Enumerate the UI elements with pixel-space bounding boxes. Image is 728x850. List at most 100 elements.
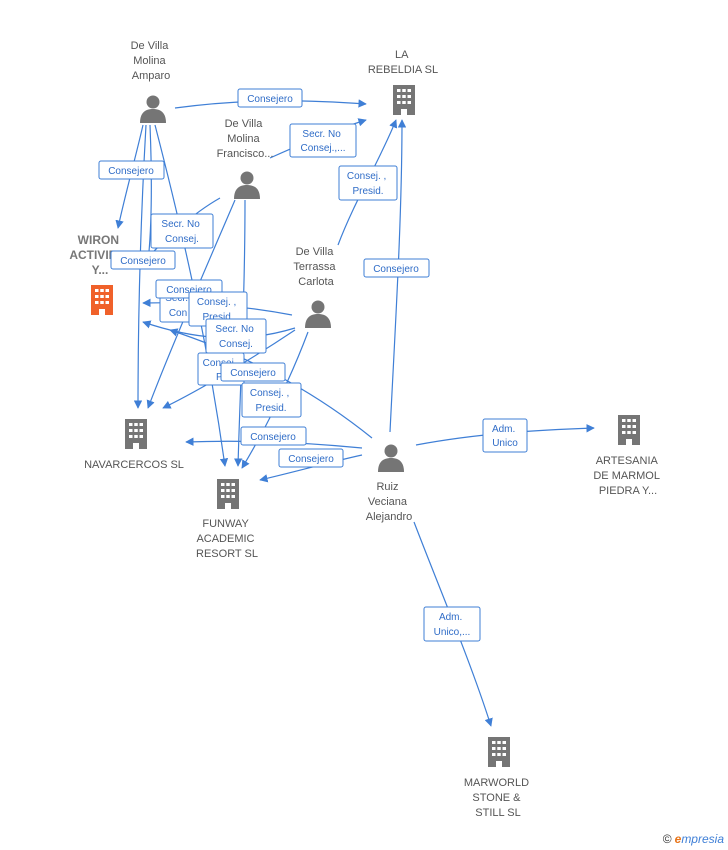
building-icon xyxy=(125,419,147,449)
building-icon xyxy=(217,479,239,509)
edge-label-text: Consej. , xyxy=(250,388,289,399)
edge-label-francisco-funway[interactable]: Consejero xyxy=(220,362,286,382)
edge-label-text: Consejero xyxy=(373,264,419,275)
person-icon xyxy=(140,95,166,123)
svg-text:Secr. No Consej.,...: Secr. No Consej.,... xyxy=(300,129,345,154)
svg-text:LA REBELDIA SL: LA REBELDIA SL xyxy=(368,49,438,76)
node-label-line: Veciana xyxy=(368,496,408,508)
node-label-line: LA xyxy=(395,49,409,61)
svg-text:MARWORLD STONE &: MARWORLD STONE & STILL SL xyxy=(464,777,532,819)
node-label-line: De Villa xyxy=(296,246,335,258)
node-label-line: STILL SL xyxy=(475,807,520,819)
edge-label-text: Unico,... xyxy=(434,627,471,638)
edge-label-carlota-wiron[interactable]: Consej. , Presid. xyxy=(188,291,248,327)
edge-label-text: Consej.,... xyxy=(300,143,345,154)
edge-label-text: Consejero xyxy=(288,454,334,465)
edge-label-carlota-rebeldia[interactable]: Consej. , Presid. xyxy=(338,165,398,201)
node-label-line: RESORT SL xyxy=(196,548,258,560)
edge-label-text: Presid. xyxy=(352,186,383,197)
edge-label-text: Consejero xyxy=(108,166,154,177)
svg-text:Adm. Unico,...: Adm. Unico,... xyxy=(434,612,471,638)
node-label-line: Y... xyxy=(92,263,109,277)
edge-label-text: Presid. xyxy=(202,312,233,323)
edge-label-text: Secr. No xyxy=(215,324,254,335)
edge-label-text: Consej. xyxy=(219,339,253,350)
brand-logo-initial: e xyxy=(674,832,682,846)
node-label-line: MARWORLD xyxy=(464,777,529,789)
edge-label-wiron-consejero-2[interactable]: Consejero xyxy=(110,250,176,270)
svg-text:Secr. No Consej.: Secr. No Consej. xyxy=(215,324,256,350)
edge-label-text: Consejero xyxy=(250,432,296,443)
node-label-line: Alejandro xyxy=(366,511,412,523)
node-label-line: ARTESANIA xyxy=(596,455,659,467)
edge-label-text: Unico xyxy=(492,438,518,449)
node-label-line: DE MARMOL xyxy=(593,470,660,482)
edge-label-francisco-rebeldia[interactable]: Secr. No Consej.,... xyxy=(289,123,357,158)
edge-label-carlota-navar[interactable]: Secr. No Consej. xyxy=(205,318,267,354)
person-node-de-villa-francisco[interactable]: De Villa Molina Francisco... xyxy=(217,118,274,199)
person-node-de-villa-amparo[interactable]: De Villa Molina Amparo xyxy=(131,40,172,123)
edge-label-text: Secr. No xyxy=(161,219,200,230)
edge-labels: Consejero Secr. No Consej.,... Consejero… xyxy=(98,88,528,642)
edge-label-ruiz-funway[interactable]: Consejero xyxy=(278,448,344,468)
edge-label-text: Consejero xyxy=(247,94,293,105)
building-icon xyxy=(488,737,510,767)
brand-logo-text: mpresia xyxy=(681,832,724,846)
svg-text:Consej. , Presid.: Consej. , Presid. xyxy=(197,297,239,323)
edge-label-amparo-rebeldia[interactable]: Consejero xyxy=(237,88,303,108)
edge-amparo-wiron-2 xyxy=(144,124,153,263)
svg-text:Consej. , Presid.: Consej. , Presid. xyxy=(250,388,292,414)
person-icon xyxy=(234,171,260,199)
edge-label-text: Consejero xyxy=(166,285,212,296)
person-node-ruiz-veciana[interactable]: Ruiz Veciana Alejandro xyxy=(366,444,412,524)
edge-label-ruiz-rebeldia[interactable]: Consejero xyxy=(363,258,430,278)
edge-label-text: Adm. xyxy=(492,424,515,435)
svg-text:De Villa Terrassa: De Villa Terrassa Carlota xyxy=(293,246,338,288)
node-label-line: Amparo xyxy=(132,70,171,82)
svg-text:Ruiz Veciana A: Ruiz Veciana Alejandro xyxy=(366,481,412,523)
edge-label-amparo-wiron[interactable]: Consejero xyxy=(98,160,165,180)
building-icon xyxy=(393,85,415,115)
company-node-wiron-focus[interactable]: WIRON ACTIVID... Y... xyxy=(69,233,130,315)
person-icon xyxy=(378,444,404,472)
node-label-line: Ruiz xyxy=(376,481,398,493)
node-label-line: NAVARCERCOS SL xyxy=(84,459,184,471)
edge-label-text: Consej. xyxy=(165,234,199,245)
svg-text:Adm. Unico: Adm. Unico xyxy=(492,424,518,449)
node-label-line: Molina xyxy=(227,133,260,145)
node-label-line: Molina xyxy=(133,55,166,67)
svg-text:Secr. No Consej.: Secr. No Consej. xyxy=(161,219,202,245)
company-node-artesania[interactable]: ARTESANIA DE MARMOL PIEDRA Y... xyxy=(593,415,662,497)
edge-label-text: Consej. , xyxy=(197,297,236,308)
node-label-line: ACADEMIC xyxy=(196,533,254,545)
svg-text:NAVARCERCOS SL: NAVARCERCOS SL xyxy=(84,459,184,471)
svg-text:De Villa Molina: De Villa Molina Francisco... xyxy=(217,118,274,160)
node-label-line: PIEDRA Y... xyxy=(599,485,657,497)
svg-text:De Villa Molina: De Villa Molina Amparo xyxy=(131,40,172,82)
node-label-line: FUNWAY xyxy=(202,518,249,530)
edge-label-ruiz-marworld[interactable]: Adm. Unico,... xyxy=(423,606,481,642)
node-label-line: De Villa xyxy=(131,40,170,52)
company-node-funway[interactable]: FUNWAY ACADEMIC RESORT SL xyxy=(196,479,258,560)
edge-label-text: Presid. xyxy=(255,403,286,414)
copyright-icon: © xyxy=(662,832,672,846)
edge-label-ruiz-artesania[interactable]: Adm. Unico xyxy=(482,418,528,453)
company-node-navarcercos[interactable]: NAVARCERCOS SL xyxy=(84,419,184,471)
company-node-la-rebeldia[interactable]: LA REBELDIA SL xyxy=(368,49,438,115)
node-label-line: Terrassa xyxy=(293,261,336,273)
edge-label-text: Consej. xyxy=(203,358,237,369)
edge-label-francisco-wiron[interactable]: Secr. No Consej. xyxy=(150,213,214,249)
edge-label-text: Adm. xyxy=(439,612,462,623)
company-node-marworld[interactable]: MARWORLD STONE & STILL SL xyxy=(464,737,532,819)
edge-label-carlota-funway[interactable]: Consej. , Presid. xyxy=(241,382,302,418)
svg-text:ARTESANIA DE MARMOL: ARTESANIA DE MARMOL PIEDRA Y... xyxy=(593,455,662,497)
edge-label-ruiz-navar[interactable]: Consejero xyxy=(240,426,307,446)
edge-label-text: Consejero xyxy=(120,256,166,267)
building-icon xyxy=(618,415,640,445)
svg-text:FUNWAY ACADEMIC: FUNWAY ACADEMIC RESORT SL xyxy=(196,518,258,560)
empresia-copyright[interactable]: ©empresia xyxy=(663,832,724,846)
edge-label-text: Secr. No xyxy=(302,129,341,140)
person-node-de-villa-carlota[interactable]: De Villa Terrassa Carlota xyxy=(293,246,338,328)
edge-label-text: Consej. , xyxy=(347,171,386,182)
